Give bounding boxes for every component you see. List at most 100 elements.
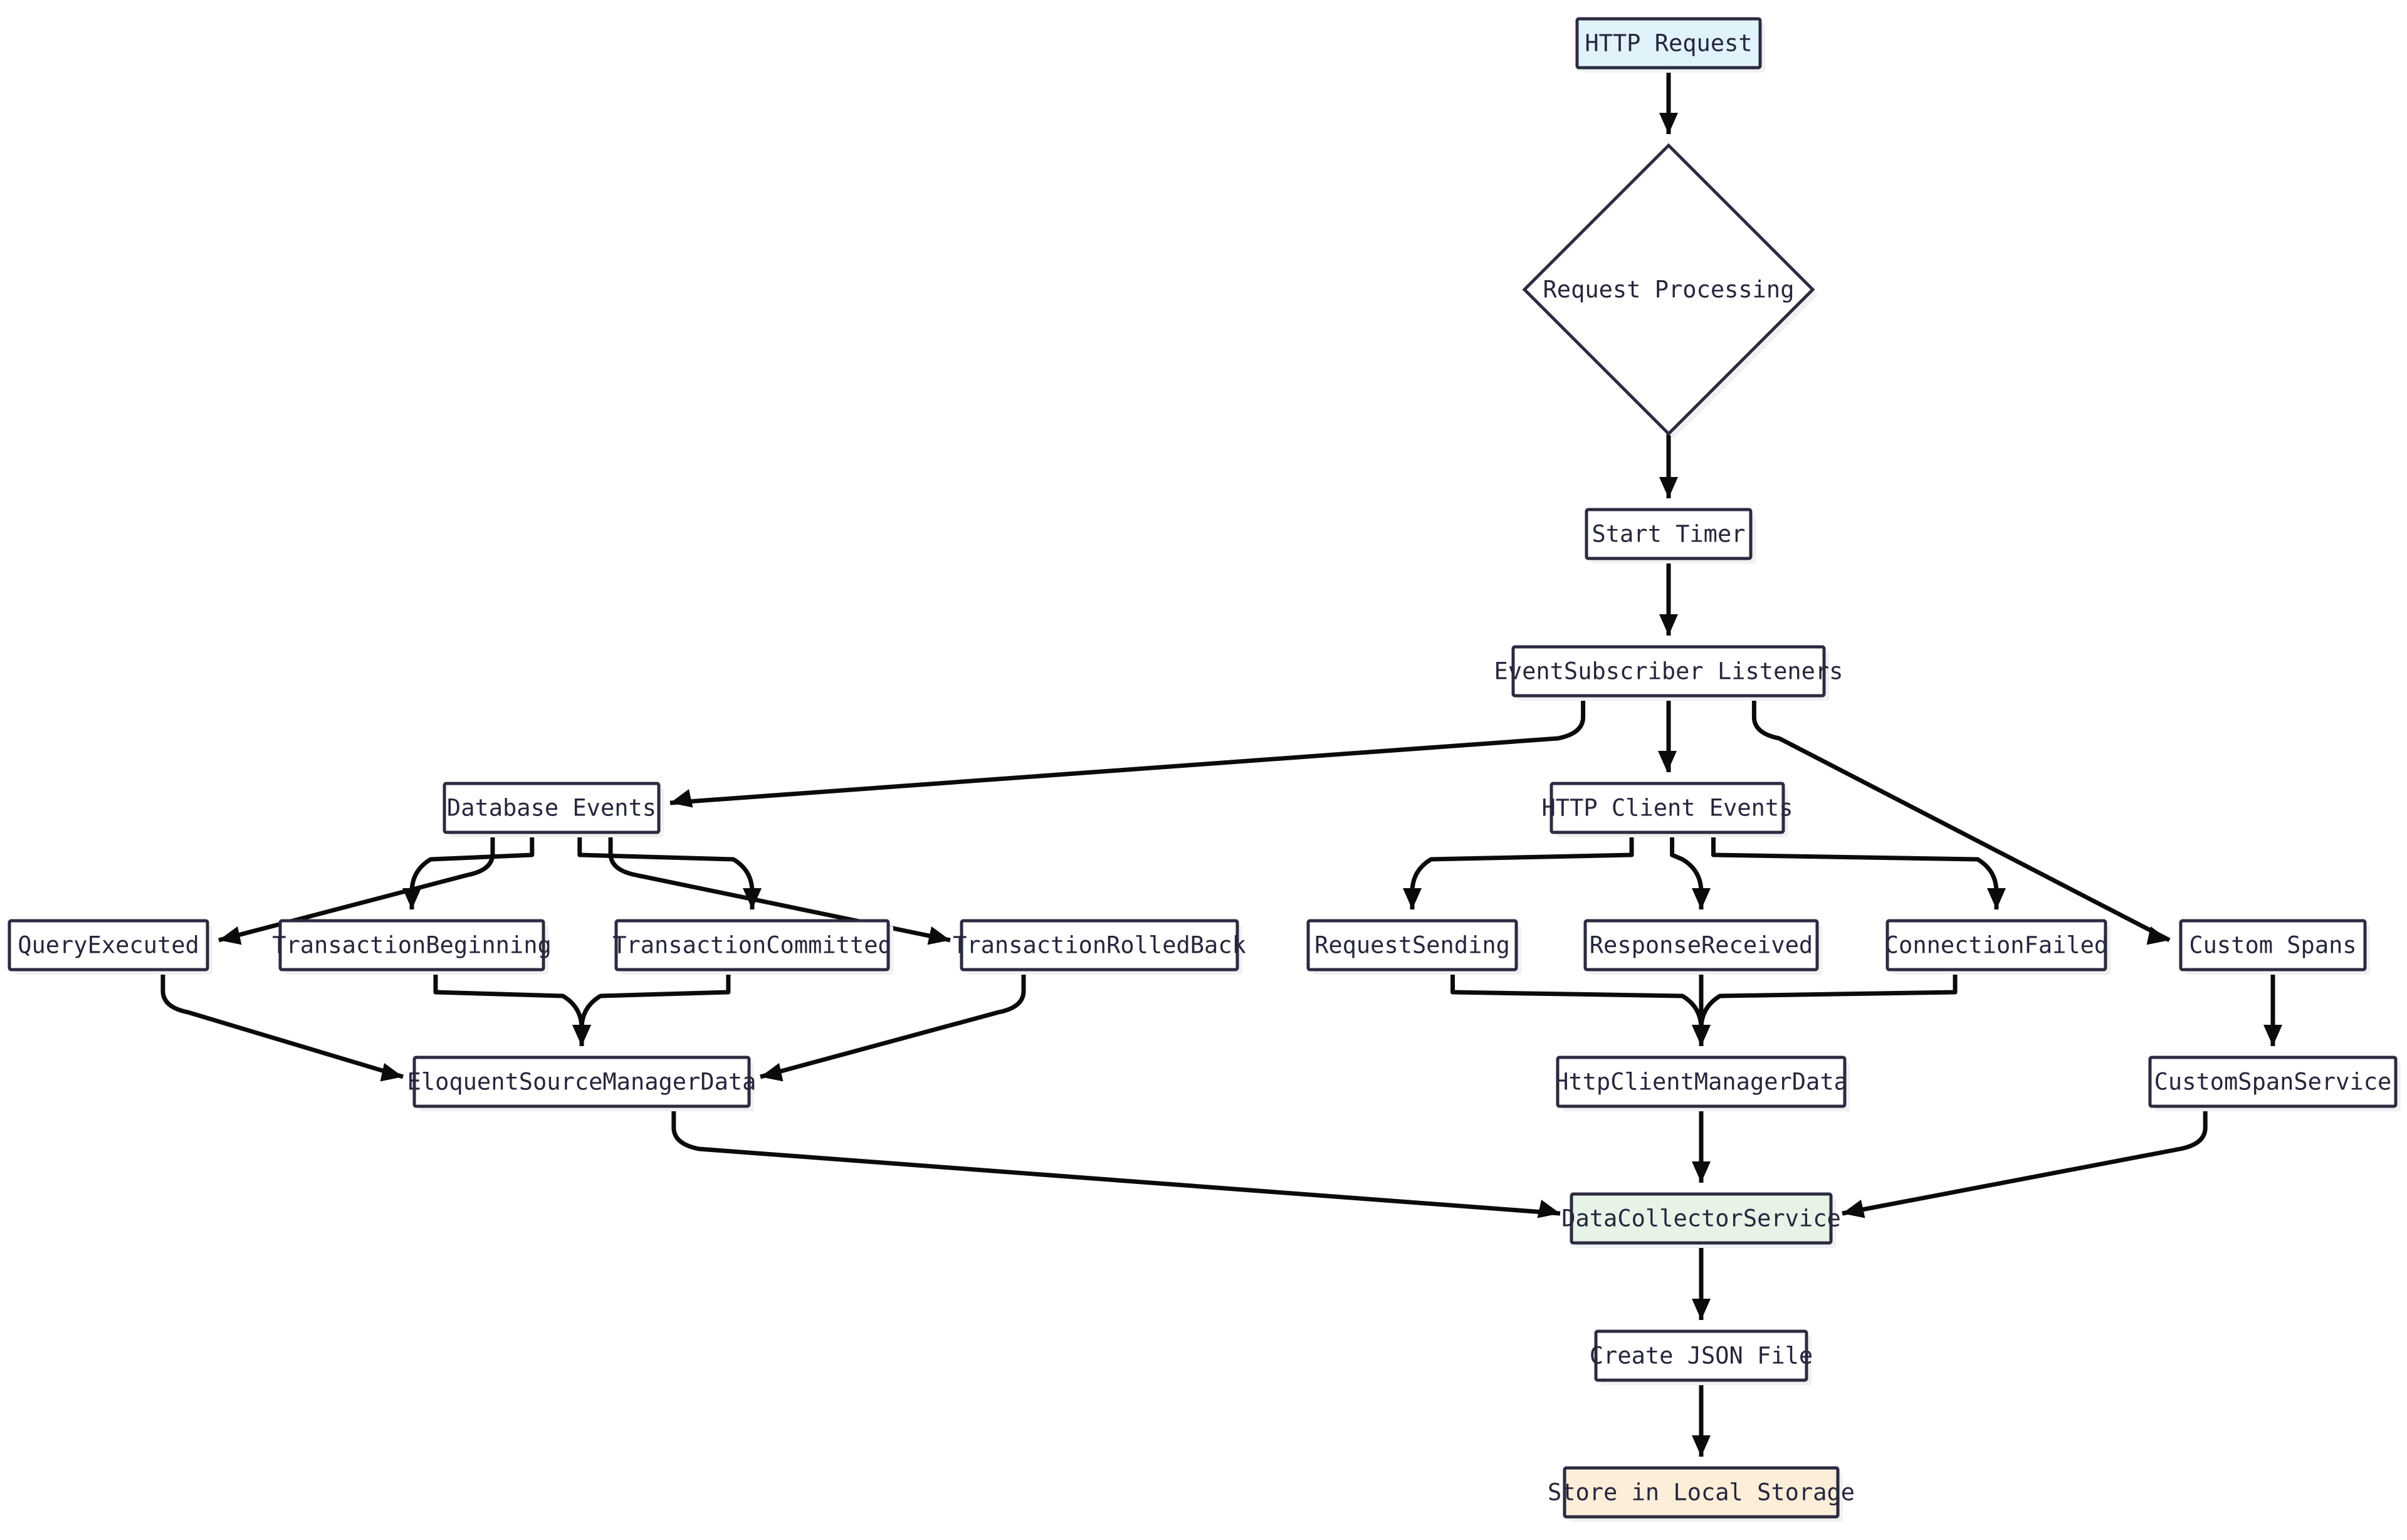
edge-request_sending-to-http_client_manager — [1450, 970, 1711, 1046]
node-transaction_beginning[interactable]: TransactionBeginning — [272, 919, 552, 975]
edge-line — [1450, 970, 1704, 1046]
node-shape-rect[interactable] — [8, 919, 209, 972]
node-label: CustomSpanService — [2154, 1069, 2392, 1096]
node-shape-rect[interactable] — [1556, 1055, 1847, 1108]
edge-line — [160, 970, 404, 1079]
node-label: EventSubscriber Listeners — [1494, 658, 1843, 685]
node-label: Store in Local Storage — [1548, 1479, 1855, 1506]
edge-connection_failed-to-http_client_manager — [1692, 970, 1958, 1046]
edge-arrowhead — [380, 1063, 403, 1082]
edge-transaction_committed-to-eloquent_source — [572, 970, 731, 1046]
edge-line — [1699, 970, 1958, 1046]
node-shape-rect[interactable] — [1885, 919, 2107, 972]
edge-database_events-to-query_executed — [218, 832, 495, 945]
node-request_processing[interactable]: Request Processing — [1522, 143, 1818, 439]
edge-custom_spans-to-custom_span_service — [2263, 970, 2282, 1046]
node-shape-rect[interactable] — [1550, 782, 1785, 834]
node-store_local[interactable]: Store in Local Storage — [1548, 1466, 1855, 1522]
edge-line — [218, 832, 495, 943]
node-label: TransactionBeginning — [272, 932, 552, 959]
node-http_request[interactable]: HTTP Request — [1575, 17, 1765, 73]
node-shape-rect[interactable] — [278, 919, 545, 972]
node-http_client_manager[interactable]: HttpClientManagerData — [1555, 1055, 1850, 1111]
node-eloquent_source[interactable]: EloquentSourceManagerData — [407, 1055, 757, 1111]
node-label: ConnectionFailed — [1885, 932, 2108, 959]
edge-line — [669, 696, 1586, 805]
node-event_subscriber[interactable]: EventSubscriber Listeners — [1494, 645, 1843, 701]
node-label: RequestSending — [1314, 932, 1510, 959]
edge-arrowhead — [1659, 477, 1678, 498]
edge-line — [577, 832, 755, 909]
edge-http_client_events-to-response_received — [1670, 832, 1711, 909]
edge-arrowhead — [1692, 1435, 1711, 1457]
edge-http_client_manager-to-data_collector — [1692, 1106, 1711, 1183]
node-label: ResponseReceived — [1590, 932, 1813, 959]
node-shape-rect[interactable] — [1594, 1329, 1808, 1382]
node-label: TransactionCommitted — [612, 932, 892, 959]
edge-arrowhead — [572, 1025, 591, 1046]
node-response_received[interactable]: ResponseReceived — [1583, 919, 1822, 975]
node-shape-rect[interactable] — [2179, 919, 2367, 972]
edge-arrowhead — [1842, 1200, 1865, 1218]
edge-event_subscriber-to-database_events — [669, 696, 1586, 808]
node-label: HTTP Client Events — [1542, 795, 1793, 822]
node-create_json[interactable]: Create JSON File — [1590, 1329, 1813, 1385]
node-custom_spans[interactable]: Custom Spans — [2179, 919, 2370, 975]
edge-line — [433, 970, 584, 1046]
edge-start_timer-to-event_subscriber — [1659, 558, 1678, 636]
node-label: Database Events — [447, 795, 656, 822]
node-shape-diamond[interactable] — [1522, 143, 1815, 436]
edge-line — [1711, 832, 1999, 909]
edge-database_events-to-transaction_committed — [577, 832, 762, 909]
node-data_collector[interactable]: DataCollectorService — [1561, 1192, 1841, 1248]
node-shape-rect[interactable] — [1306, 919, 1518, 972]
node-shape-rect[interactable] — [960, 919, 1239, 972]
edge-data_collector-to-create_json — [1692, 1243, 1711, 1320]
node-custom_span_service[interactable]: CustomSpanService — [2148, 1055, 2401, 1111]
edge-request_processing-to-start_timer — [1659, 434, 1678, 498]
node-shape-rect[interactable] — [1570, 1192, 1833, 1245]
edge-line — [1842, 1106, 2208, 1216]
node-shape-rect[interactable] — [443, 782, 661, 834]
node-shape-rect[interactable] — [1511, 645, 1826, 698]
node-shape-rect[interactable] — [1575, 17, 1762, 70]
edge-line — [1410, 832, 1634, 909]
node-shape-rect[interactable] — [412, 1055, 751, 1108]
edge-line — [671, 1106, 1561, 1216]
node-query_executed[interactable]: QueryExecuted — [8, 919, 212, 975]
edges-layer — [160, 68, 2282, 1457]
edge-arrowhead — [2146, 926, 2169, 945]
node-shape-rect[interactable] — [1563, 1466, 1840, 1519]
node-database_events[interactable]: Database Events — [443, 782, 664, 837]
edge-transaction_rolledback-to-eloquent_source — [760, 970, 1026, 1082]
node-transaction_committed[interactable]: TransactionCommitted — [612, 919, 893, 975]
edge-arrowhead — [402, 888, 421, 909]
node-request_sending[interactable]: RequestSending — [1306, 919, 1521, 975]
node-transaction_rolledback[interactable]: TransactionRolledBack — [953, 919, 1246, 975]
node-shape-rect[interactable] — [1585, 508, 1753, 560]
edge-arrowhead — [1659, 113, 1678, 134]
edge-arrowhead — [1692, 1299, 1711, 1320]
edge-query_executed-to-eloquent_source — [160, 970, 404, 1082]
edge-http_client_events-to-connection_failed — [1711, 832, 2006, 909]
edge-arrowhead — [1537, 1200, 1560, 1218]
edge-arrowhead — [1403, 888, 1422, 909]
node-label: Create JSON File — [1590, 1343, 1813, 1370]
edge-eloquent_source-to-data_collector — [671, 1106, 1561, 1218]
node-shape-rect[interactable] — [1583, 919, 1819, 972]
edge-line — [608, 832, 951, 943]
node-label: Request Processing — [1543, 276, 1795, 303]
edge-arrowhead — [760, 1063, 784, 1082]
node-label: TransactionRolledBack — [953, 932, 1246, 959]
edge-arrowhead — [1692, 888, 1711, 909]
node-shape-rect[interactable] — [614, 919, 890, 972]
node-http_client_events[interactable]: HTTP Client Events — [1542, 782, 1793, 837]
node-label: EloquentSourceManagerData — [407, 1069, 757, 1096]
edge-database_events-to-transaction_beginning — [402, 832, 535, 909]
node-start_timer[interactable]: Start Timer — [1585, 508, 1756, 563]
node-connection_failed[interactable]: ConnectionFailed — [1885, 919, 2111, 975]
node-shape-rect[interactable] — [2148, 1055, 2398, 1108]
